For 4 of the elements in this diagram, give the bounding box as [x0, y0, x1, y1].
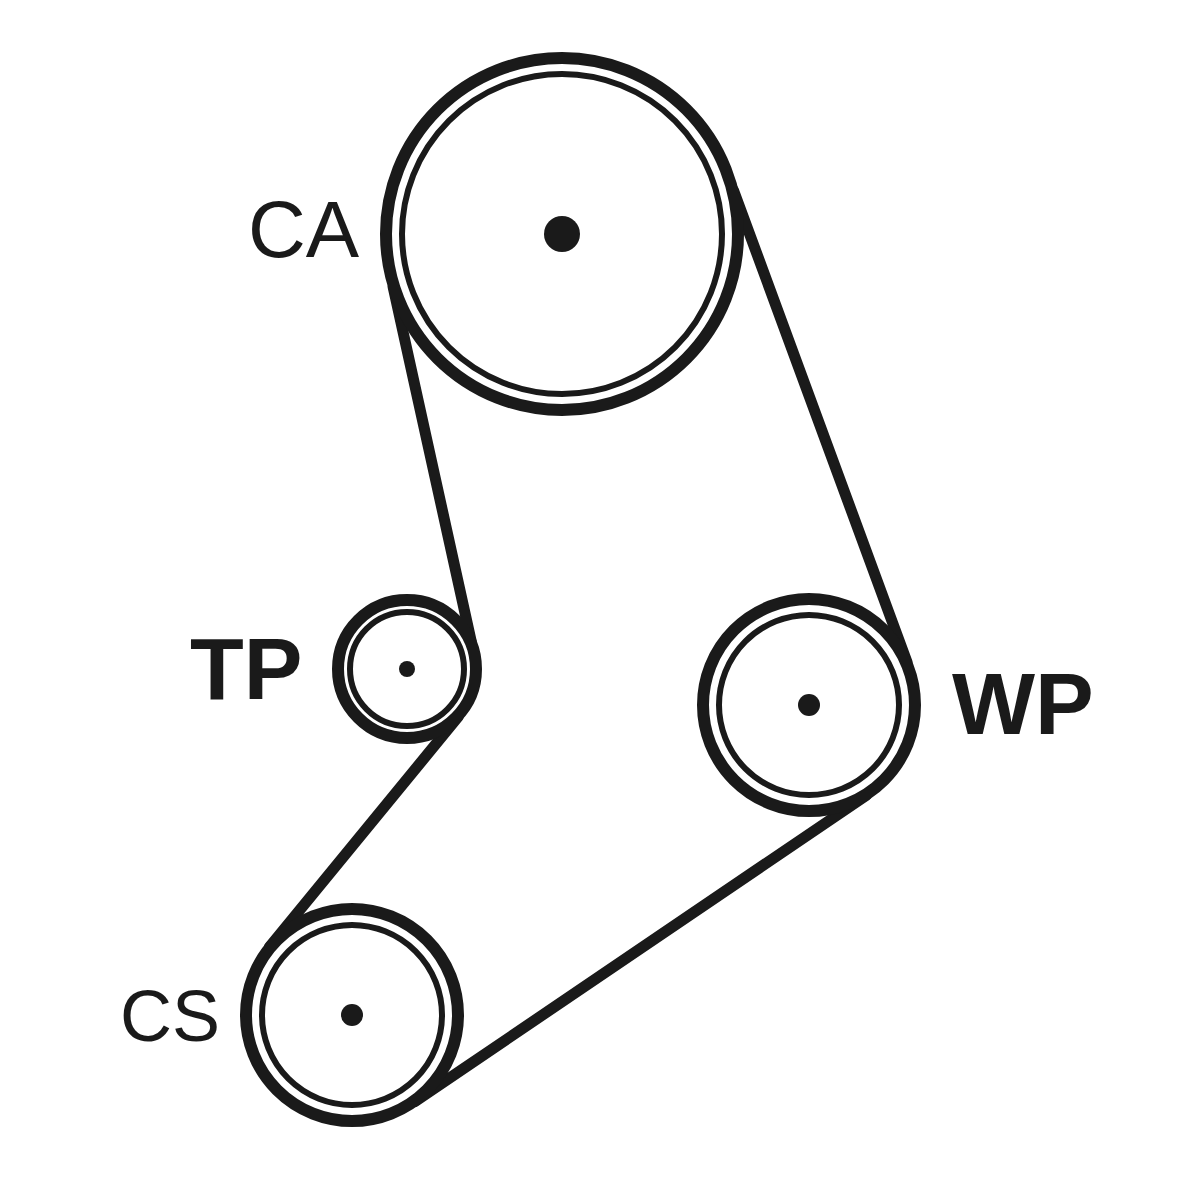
pulley-label: CS	[120, 980, 221, 1052]
pulley-label: WP	[952, 660, 1094, 748]
pulley-label: TP	[190, 625, 303, 713]
pulley-label: CA	[248, 190, 360, 270]
